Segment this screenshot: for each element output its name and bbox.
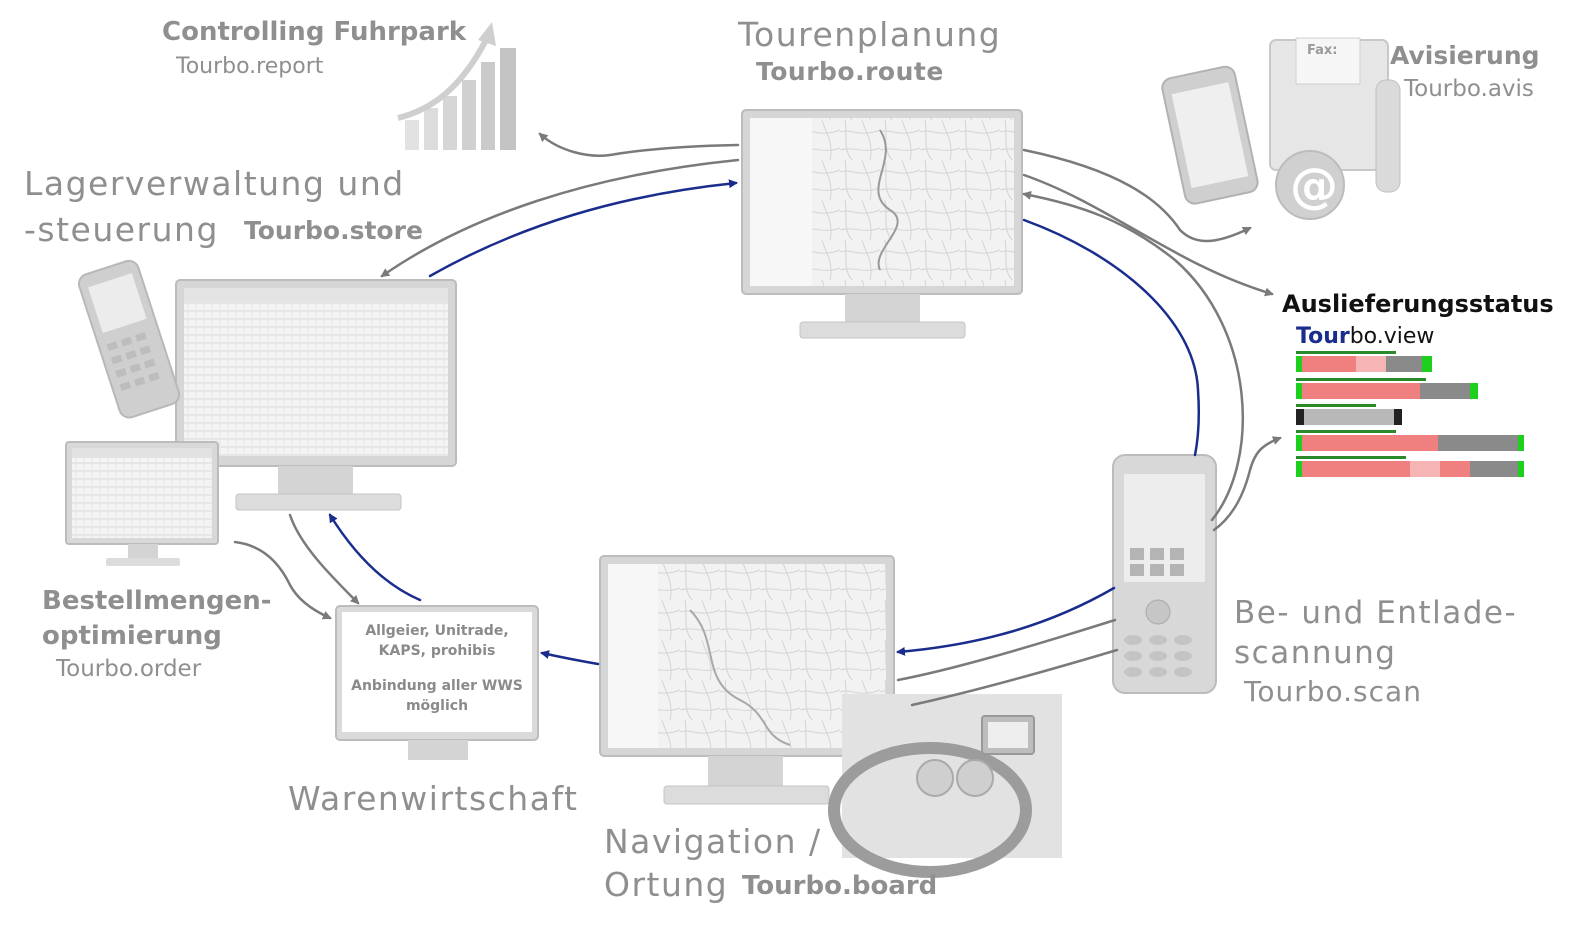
arrow-scan-to-route — [1022, 190, 1244, 522]
monitor-tourenplanung — [741, 109, 1023, 339]
bestell-title-line1: Bestellmengen- — [42, 586, 272, 616]
status-bars — [1296, 351, 1524, 477]
arrow-store-to-route — [428, 179, 738, 278]
wws-systems: Allgeier, Unitrade, KAPS, prohibis — [365, 623, 509, 660]
arrow-route-to-report — [538, 132, 740, 157]
bestell-sub: Tourbo.order — [56, 656, 202, 682]
truck-cockpit-image — [828, 694, 1062, 878]
controlling-title: Controlling Fuhrpark — [162, 17, 467, 47]
arrow-store-to-wws — [288, 513, 360, 605]
arrow-scan-to-board-blue — [896, 586, 1116, 656]
monitor-lager — [175, 279, 457, 511]
arrow-scan-to-board-1 — [896, 618, 1117, 682]
arrow-route-to-status — [1022, 173, 1274, 297]
arrow-route-to-scan — [1022, 218, 1201, 457]
wws-box-text: Allgeier, Unitrade, KAPS, prohibis Anbin… — [342, 613, 532, 728]
monitor-warenwirtschaft — [335, 605, 539, 760]
svg-text:@: @ — [1290, 158, 1338, 214]
auslieferungsstatus-sub-prefix: Tour — [1296, 324, 1350, 349]
nav-title-line1: Navigation / — [604, 822, 822, 861]
auslieferungsstatus-sub: Tourbo.view — [1296, 324, 1434, 349]
mobile-scanner-right — [1112, 454, 1217, 694]
warenwirtschaft-title: Warenwirtschaft — [288, 779, 579, 818]
bestell-title-line2: optimierung — [42, 621, 222, 651]
monitor-navigation — [599, 555, 895, 805]
arrow-scan-to-board-2 — [910, 648, 1119, 707]
arrow-scan-to-status — [1212, 436, 1282, 532]
lager-title-line2: -steuerung — [24, 210, 219, 249]
avisierung-title: Avisierung — [1390, 41, 1540, 70]
scan-title-line1: Be- und Entlade- — [1234, 595, 1518, 631]
auslieferungsstatus-sub-rest: bo.view — [1349, 324, 1435, 349]
arrow-route-to-store — [380, 158, 740, 278]
controlling-sub: Tourbo.report — [176, 54, 324, 79]
fax-label: Fax: — [1307, 43, 1337, 58]
scan-title-line2: scannung — [1234, 635, 1397, 671]
wws-connection: Anbindung aller WWS möglich — [351, 677, 523, 714]
arrow-board-to-wws — [540, 650, 600, 666]
arrow-route-to-avis — [1022, 148, 1252, 243]
nav-title-line2: Ortung — [604, 865, 729, 904]
lager-title-line1: Lagerverwaltung und — [24, 164, 405, 203]
scan-sub: Tourbo.scan — [1244, 675, 1422, 708]
monitor-bestellmengen — [65, 441, 219, 566]
arrow-order-to-wws — [233, 540, 332, 620]
tourenplanung-title: Tourenplanung — [738, 15, 1002, 54]
arrows — [233, 132, 1282, 707]
lager-sub: Tourbo.store — [244, 216, 423, 245]
avisierung-devices-image: Fax: @ — [1161, 37, 1401, 220]
nav-sub: Tourbo.board — [742, 871, 938, 901]
avisierung-sub: Tourbo.avis — [1404, 76, 1534, 102]
auslieferungsstatus-title: Auslieferungsstatus — [1282, 290, 1554, 318]
arrow-wws-to-store — [328, 513, 422, 602]
tourenplanung-sub: Tourbo.route — [756, 57, 944, 86]
controlling-chart-icon — [397, 22, 516, 150]
handheld-scanner-left — [77, 259, 181, 419]
